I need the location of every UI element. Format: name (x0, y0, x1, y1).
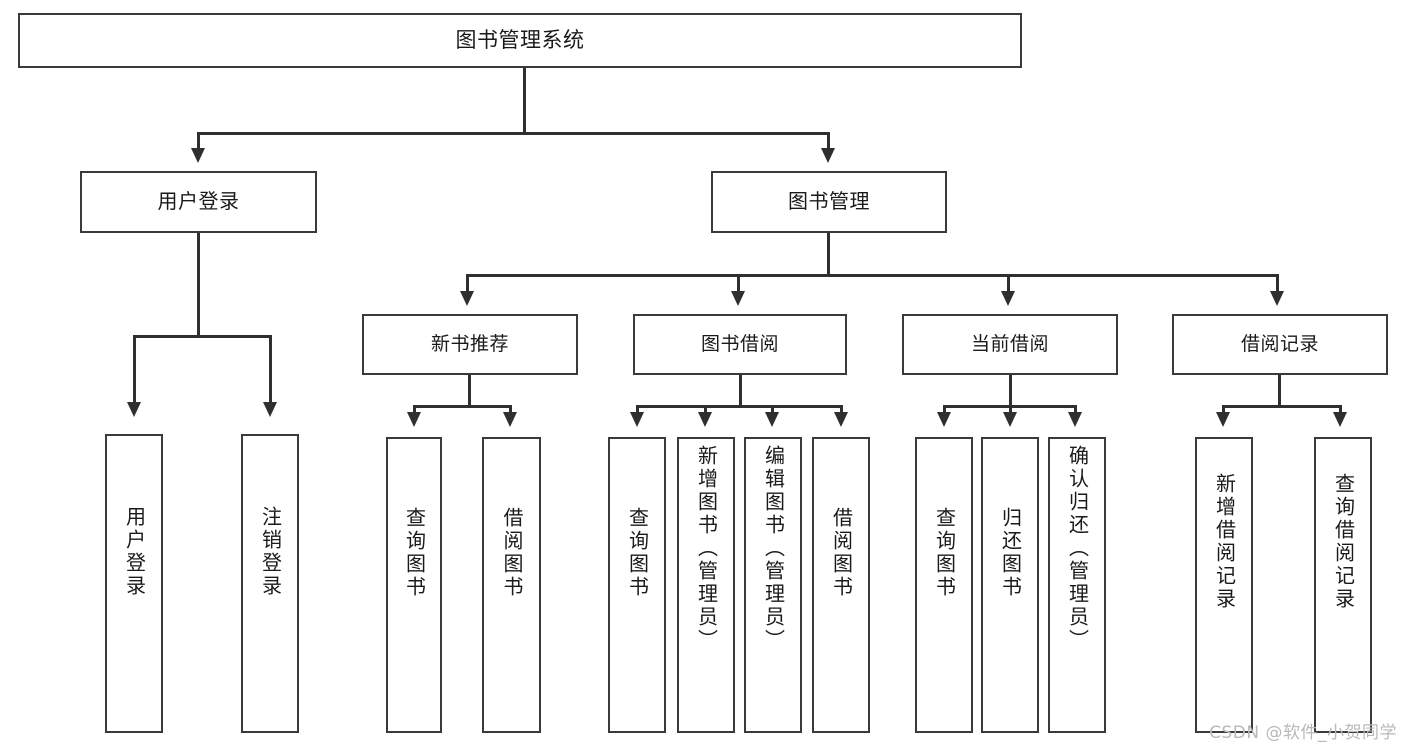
connector-to-new-book (466, 274, 469, 292)
leaf-query-borrow-record[interactable]: 查询借阅记录 (1314, 437, 1372, 733)
connector-borrow-record-leaf1 (1222, 405, 1225, 415)
leaf-label: 查询图书 (932, 507, 957, 599)
connector-new-book-stem (468, 375, 471, 407)
connector-user-login-bus (133, 335, 272, 338)
connector-to-user-login (197, 132, 200, 149)
arrow-to-current-borrow (1001, 291, 1015, 306)
arrow-to-borrow-record (1270, 291, 1284, 306)
connector-level3-bus (466, 274, 1279, 277)
arrow-current-borrow-leaf2 (1003, 412, 1017, 427)
connector-book-borrow-stem (739, 375, 742, 407)
arrow-new-book-leaf2 (503, 412, 517, 427)
connector-book-borrow-leaf4 (840, 405, 843, 415)
leaf-borrow-book[interactable]: 借阅图书 (812, 437, 870, 733)
connector-user-login-stem (197, 232, 200, 337)
arrow-current-borrow-leaf3 (1068, 412, 1082, 427)
node-label: 用户登录 (157, 189, 240, 214)
connector-to-book-manage (827, 132, 830, 149)
leaf-edit-book-admin[interactable]: 编辑图书（管理员） (744, 437, 802, 733)
connector-book-borrow-bus (636, 405, 843, 408)
leaf-label: 查询图书 (625, 507, 650, 599)
node-current-borrow[interactable]: 当前借阅 (902, 314, 1118, 375)
connector-book-borrow-leaf3 (771, 405, 774, 415)
arrow-to-new-book (460, 291, 474, 306)
leaf-label: 新增借阅记录 (1212, 473, 1237, 611)
connector-current-borrow-leaf2 (1009, 405, 1012, 415)
leaf-confirm-return-admin[interactable]: 确认归还（管理员） (1048, 437, 1106, 733)
connector-new-book-leaf1 (413, 405, 416, 415)
connector-borrow-record-stem (1278, 375, 1281, 407)
connector-root-stem (523, 67, 526, 134)
node-borrow-record[interactable]: 借阅记录 (1172, 314, 1388, 375)
connector-level2-bus (197, 132, 829, 135)
leaf-label: 新增图书（管理员） (694, 445, 719, 652)
leaf-label: 注销登录 (258, 506, 283, 598)
connector-to-borrow-record (1276, 274, 1279, 292)
arrow-borrow-record-leaf2 (1333, 412, 1347, 427)
node-label: 图书借阅 (700, 333, 779, 356)
connector-borrow-record-bus (1222, 405, 1342, 408)
connector-user-login-leaf1 (133, 335, 136, 403)
leaf-label: 查询图书 (402, 507, 427, 599)
node-label: 新书推荐 (430, 333, 509, 356)
connector-to-current-borrow (1007, 274, 1010, 292)
connector-current-borrow-leaf1 (943, 405, 946, 415)
arrow-book-borrow-leaf3 (765, 412, 779, 427)
leaf-label: 借阅图书 (829, 507, 854, 599)
leaf-label: 编辑图书（管理员） (761, 445, 786, 652)
arrow-book-borrow-leaf2 (698, 412, 712, 427)
connector-user-login-leaf2 (269, 335, 272, 403)
connector-book-manage-stem (827, 232, 830, 276)
node-new-book-recommend[interactable]: 新书推荐 (362, 314, 578, 375)
arrow-book-borrow-leaf4 (834, 412, 848, 427)
arrow-book-borrow-leaf1 (630, 412, 644, 427)
leaf-query-book-borrow[interactable]: 查询图书 (608, 437, 666, 733)
arrow-current-borrow-leaf1 (937, 412, 951, 427)
connector-to-book-borrow (737, 274, 740, 292)
leaf-borrow-book-recommend[interactable]: 借阅图书 (482, 437, 541, 733)
leaf-user-login[interactable]: 用户登录 (105, 434, 163, 733)
leaf-query-book-recommend[interactable]: 查询图书 (386, 437, 442, 733)
node-label: 图书管理 (788, 189, 870, 214)
connector-book-borrow-leaf1 (636, 405, 639, 415)
connector-book-borrow-leaf2 (704, 405, 707, 415)
arrow-user-login-leaf2 (263, 402, 277, 417)
arrow-to-user-login (191, 148, 205, 163)
leaf-logout[interactable]: 注销登录 (241, 434, 299, 733)
node-label: 借阅记录 (1240, 333, 1319, 356)
connector-borrow-record-leaf2 (1339, 405, 1342, 415)
connector-new-book-leaf2 (509, 405, 512, 415)
node-book-borrow[interactable]: 图书借阅 (633, 314, 847, 375)
leaf-add-borrow-record[interactable]: 新增借阅记录 (1195, 437, 1253, 733)
leaf-add-book-admin[interactable]: 新增图书（管理员） (677, 437, 735, 733)
leaf-label: 归还图书 (998, 507, 1023, 599)
node-user-login[interactable]: 用户登录 (80, 171, 317, 233)
leaf-query-book-current[interactable]: 查询图书 (915, 437, 973, 733)
arrow-new-book-leaf1 (407, 412, 421, 427)
csdn-watermark: CSDN @软件_小贺同学 (1209, 723, 1397, 743)
arrow-borrow-record-leaf1 (1216, 412, 1230, 427)
leaf-label: 查询借阅记录 (1331, 473, 1356, 611)
arrow-user-login-leaf1 (127, 402, 141, 417)
node-label: 当前借阅 (970, 333, 1049, 356)
node-book-management[interactable]: 图书管理 (711, 171, 947, 233)
connector-current-borrow-stem (1009, 375, 1012, 407)
connector-new-book-bus (413, 405, 512, 408)
node-root-book-management-system[interactable]: 图书管理系统 (18, 13, 1022, 68)
leaf-label: 确认归还（管理员） (1065, 445, 1090, 652)
leaf-label: 用户登录 (122, 506, 147, 598)
node-label: 图书管理系统 (455, 28, 585, 53)
connector-current-borrow-leaf3 (1074, 405, 1077, 415)
arrow-to-book-manage (821, 148, 835, 163)
leaf-return-book[interactable]: 归还图书 (981, 437, 1039, 733)
leaf-label: 借阅图书 (500, 507, 524, 599)
arrow-to-book-borrow (731, 291, 745, 306)
